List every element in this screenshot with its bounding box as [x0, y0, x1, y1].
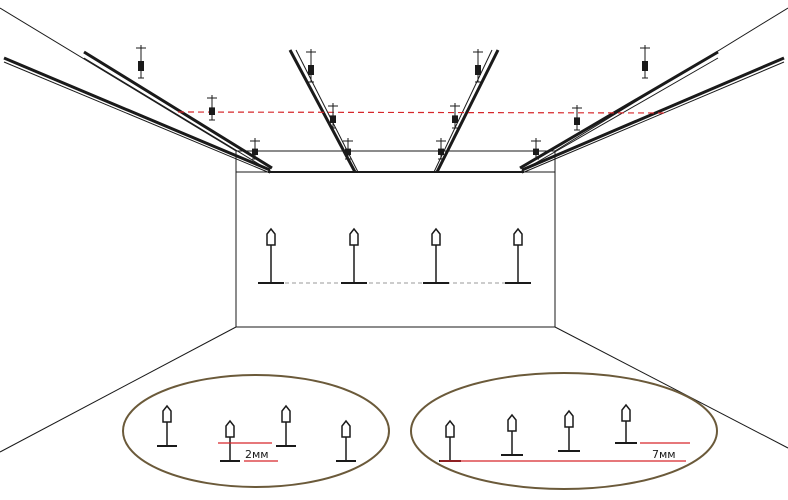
level-marker-icon	[558, 409, 580, 452]
laser-level-line	[177, 111, 669, 114]
rail-front-right	[521, 56, 785, 172]
ceiling-hanger-icon	[450, 103, 460, 129]
ceiling-hanger-icon	[572, 105, 582, 131]
level-marker-icon	[276, 404, 296, 447]
ceiling-hanger-icon	[436, 138, 446, 160]
ceiling-hanger-icon	[306, 49, 316, 83]
hangers	[136, 45, 650, 160]
detail-ellipse-left	[122, 374, 390, 488]
ceiling-hanger-icon	[343, 138, 353, 160]
rail-center-left	[288, 49, 357, 173]
ceiling-edge-left	[0, 7, 237, 152]
ceiling-hanger-icon	[473, 49, 483, 83]
back-wall-top-band	[235, 150, 556, 173]
floor-edge-right	[554, 326, 788, 449]
back-wall	[235, 171, 556, 328]
ceiling-hanger-icon	[531, 138, 541, 160]
ceiling-hanger-icon	[207, 95, 217, 121]
rail-left	[83, 50, 273, 170]
detail-ellipse-right	[410, 372, 718, 490]
floor-edge-left	[0, 326, 237, 453]
level-marker-icon	[439, 419, 461, 462]
wall-markers	[258, 227, 531, 284]
detail-markers-right	[439, 403, 637, 462]
callout-right-label: 7мм	[652, 448, 676, 461]
callout-left-label: 2мм	[245, 448, 269, 461]
ceiling-hanger-icon	[328, 103, 338, 129]
level-marker-icon	[220, 419, 240, 462]
level-marker-icon	[336, 419, 356, 462]
ceiling-hanger-icon	[250, 138, 260, 160]
callout-left: 2мм	[218, 442, 278, 462]
rail-center-right	[435, 49, 500, 173]
callout-right: 7мм	[440, 442, 690, 462]
ceiling-hanger-icon	[640, 45, 650, 79]
ceiling-hanger-icon	[136, 45, 146, 79]
detail-markers-left	[157, 404, 356, 462]
level-marker-icon	[615, 403, 637, 444]
level-marker-icon	[341, 227, 367, 284]
ceiling-rails	[3, 49, 785, 174]
level-marker-icon	[501, 413, 523, 456]
level-marker-icon	[423, 227, 449, 284]
level-marker-icon	[258, 227, 284, 284]
level-marker-icon	[505, 227, 531, 284]
rail-front-left	[3, 56, 271, 172]
rail-right	[519, 50, 719, 170]
level-marker-icon	[157, 404, 177, 447]
